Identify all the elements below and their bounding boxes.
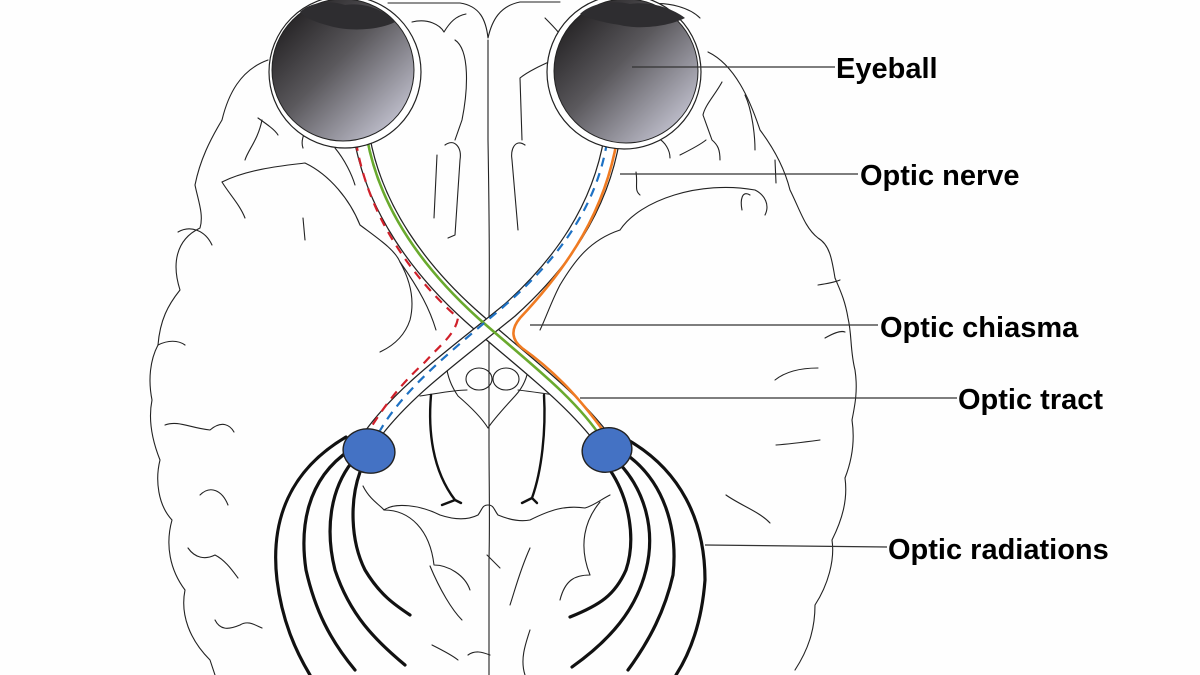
midline-fissure: [487, 39, 490, 675]
mammillary-body-left: [465, 367, 493, 391]
leader-lines: [530, 66, 957, 548]
fiber-left-eye-nasal: [354, 141, 460, 433]
lateral-geniculate-nucleus-left: [342, 428, 396, 474]
labels: Eyeball Optic nerve Optic chiasma Optic …: [836, 53, 1109, 566]
fibers: [354, 137, 619, 441]
optic-radiations-right: [568, 438, 707, 675]
eyeball-right: [546, 0, 702, 150]
left-hemisphere-contour: [149, 59, 269, 675]
label-optic-radiations: Optic radiations: [888, 534, 1109, 566]
midbrain-arcs: [428, 393, 546, 507]
lateral-geniculate-nucleus-right: [581, 427, 633, 473]
fiber-right-eye-temporal: [512, 139, 619, 441]
optic-radiations-left: [274, 435, 412, 675]
optic-pathway-sheaths: [353, 136, 621, 448]
label-optic-chiasma: Optic chiasma: [880, 312, 1079, 344]
eyeball-left: [268, 0, 422, 149]
label-eyeball: Eyeball: [836, 53, 938, 85]
label-optic-nerve: Optic nerve: [860, 160, 1020, 192]
label-optic-tract: Optic tract: [958, 384, 1103, 416]
fiber-left-eye-temporal: [365, 137, 605, 441]
leader-optic-radiations: [704, 544, 888, 548]
lens-left: [300, 2, 395, 30]
right-hemisphere-contour: [707, 51, 857, 671]
brain-outline: [149, 1, 857, 675]
fiber-right-eye-nasal: [376, 141, 609, 437]
mammillary-body-right: [492, 367, 520, 391]
lens-right: [580, 2, 685, 28]
